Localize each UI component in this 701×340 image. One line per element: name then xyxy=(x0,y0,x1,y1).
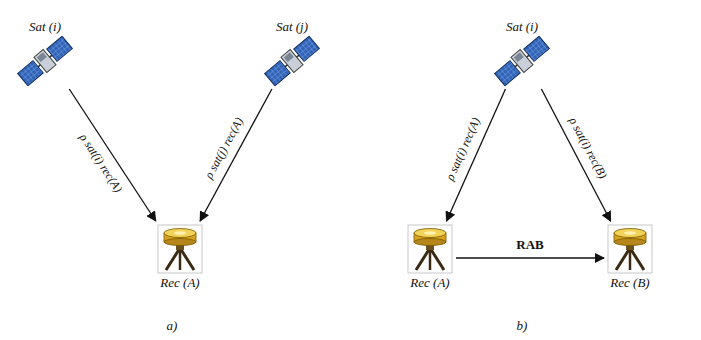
range-label: ρ sat(i) rec(A) xyxy=(442,114,484,185)
satellite-node: Sat (i) xyxy=(15,18,75,86)
receiver-icon xyxy=(407,224,453,274)
receiver-node: Rec (A) xyxy=(407,224,453,292)
satellite-name: Sat (i) xyxy=(27,18,63,36)
receiver-name: Rec (B) xyxy=(608,274,651,292)
range-label: ρ sat(i) rec(A) xyxy=(75,129,126,197)
receiver-name: Rec (A) xyxy=(158,274,201,292)
range-label: ρ sat(j) rec(A) xyxy=(200,114,247,184)
satellite-icon xyxy=(492,36,552,86)
range-arrow xyxy=(69,89,156,221)
range-arrow xyxy=(200,89,272,221)
receiver-icon xyxy=(157,224,203,274)
satellite-icon xyxy=(262,36,322,86)
panel-label: b) xyxy=(517,318,528,334)
receiver-icon xyxy=(607,224,653,274)
panel-label: a) xyxy=(167,318,178,334)
satellite-name: Sat (j) xyxy=(274,18,310,36)
satellite-node: Sat (j) xyxy=(262,18,322,86)
range-label: ρ sat(i) rec(B) xyxy=(565,114,611,184)
baseline-label: RAB xyxy=(514,237,545,253)
satellite-node: Sat (i) xyxy=(492,18,552,86)
receiver-node: Rec (A) xyxy=(157,224,203,292)
receiver-name: Rec (A) xyxy=(408,274,451,292)
range-arrow xyxy=(456,257,604,258)
satellite-name: Sat (i) xyxy=(504,18,540,36)
satellite-icon xyxy=(15,36,75,86)
receiver-node: Rec (B) xyxy=(607,224,653,292)
range-arrow xyxy=(541,89,610,221)
